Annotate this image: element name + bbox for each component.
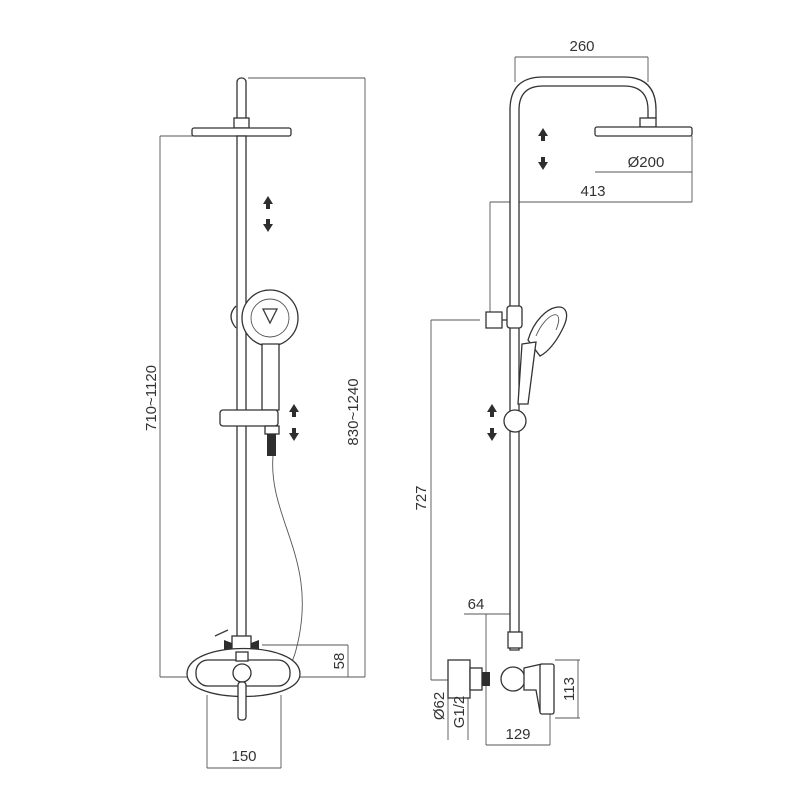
dim-bar-height: 710~1120 (143, 365, 160, 431)
arrow-down-icon (538, 157, 548, 170)
dim-total-height: 830~1240 (345, 378, 362, 445)
slide-holder (219, 409, 279, 427)
hand-shower-mount (230, 305, 237, 329)
wall-nut (482, 672, 490, 686)
hand-shower-face-ring (250, 298, 290, 338)
top-head-connector (233, 117, 250, 129)
diverter-lever (214, 629, 229, 637)
hose-ferrule (267, 434, 276, 456)
dim-projection: 413 (580, 183, 605, 200)
arrow-up-icon (487, 404, 497, 417)
front-view: 830~1240 710~1120 58 150 (143, 77, 366, 769)
dim-valve-height: 113 (561, 677, 578, 701)
dim-valve-depth: 129 (505, 726, 530, 743)
top-shower-head (191, 127, 292, 137)
diverter-side (507, 631, 523, 649)
top-arm-pipe (236, 77, 247, 124)
dim-holder-height: 727 (413, 485, 430, 510)
spray-mode-icon (261, 308, 279, 325)
arrow-down-icon (289, 428, 299, 441)
riser-rail (236, 135, 247, 639)
dim-arm-reach: 260 (569, 38, 594, 55)
dim-head-diameter: Ø200 (628, 154, 665, 171)
dim-valve-offset: 58 (331, 653, 348, 670)
hand-shower-head (241, 289, 299, 347)
dim-thread: G1/2 (451, 696, 468, 729)
dim-pipe-diameter: Ø62 (431, 692, 448, 720)
hand-shower-face (535, 314, 560, 337)
arrow-up-icon (538, 128, 548, 141)
hand-shower-handle-side (517, 341, 537, 405)
valve-handle-side (539, 663, 555, 715)
arrow-up-icon (263, 196, 273, 209)
wall-connector (469, 667, 483, 691)
hand-shower-handle (261, 343, 280, 411)
valve-riser-joint (235, 651, 249, 662)
head-connector (639, 117, 657, 128)
hand-shower-side (527, 306, 568, 357)
arrow-down-icon (487, 428, 497, 441)
dim-connector: 64 (468, 596, 485, 613)
holder-clamp (506, 305, 523, 329)
dim-valve-width: 150 (231, 748, 256, 765)
holder-knob (485, 311, 503, 329)
wall-flange (447, 659, 471, 699)
side-view: 260 Ø200 413 727 64 Ø62 G1/2 129 113 (413, 38, 693, 746)
arrow-up-icon (289, 404, 299, 417)
slide-holder-side (503, 409, 527, 433)
valve-body-side (500, 666, 526, 692)
arrow-down-icon (263, 219, 273, 232)
mixer-valve-knob (232, 663, 252, 683)
hose-nut (264, 425, 280, 435)
overhead-shower-head (594, 126, 693, 137)
mixer-lever-handle (237, 681, 247, 721)
